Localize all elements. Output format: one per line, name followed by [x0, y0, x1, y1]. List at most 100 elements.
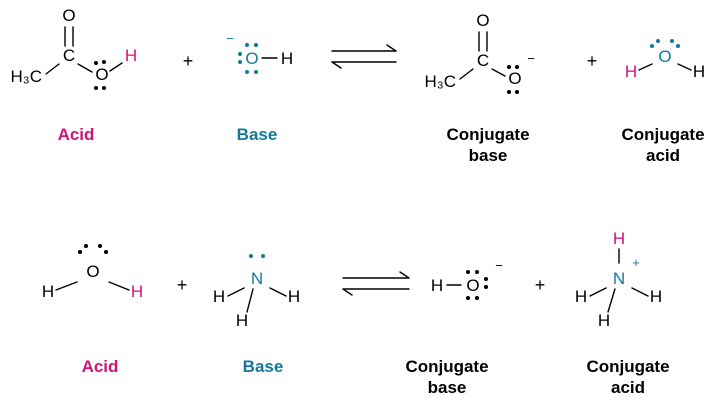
hydrogen-atom: H	[575, 287, 587, 306]
lone-pair-dot	[656, 39, 660, 43]
conjugate-base-label-reaction2: Conjugate base	[405, 357, 489, 398]
reaction2: O H H + N H H H H O	[42, 229, 662, 330]
carbon-atom: C	[477, 51, 489, 70]
bond	[607, 288, 616, 313]
carbonyl-oxygen: O	[476, 11, 489, 30]
hydrogen-atom: H	[693, 62, 705, 81]
base-label-reaction2: Base	[242, 357, 284, 376]
plus-sign: +	[535, 275, 546, 295]
acid-label-reaction2: Acid	[81, 357, 119, 376]
carbonyl-oxygen: O	[62, 6, 75, 25]
lone-pair-dot	[676, 44, 680, 48]
lone-pair-dot	[484, 277, 488, 281]
negative-charge: −	[226, 31, 234, 46]
bond	[109, 62, 123, 72]
lone-pair-dot	[245, 43, 249, 47]
hydroxyl-oxygen: O	[95, 65, 108, 84]
hydrogen-atom: H	[281, 49, 293, 68]
lone-pair-dot	[94, 86, 98, 90]
lone-pair-dot	[515, 65, 519, 69]
reaction1: H₃C C O O H + − O H	[11, 6, 705, 94]
bond	[459, 68, 474, 80]
oxygen-atom: O	[466, 276, 479, 295]
conjugate-acid-label-reaction1: Conjugate acid	[621, 125, 705, 166]
bond	[677, 63, 692, 71]
acidic-hydrogen: H	[125, 46, 137, 65]
hydrogen-atom: H	[431, 276, 443, 295]
hydrogen-atom: H	[42, 282, 54, 301]
conjugate-base-label-reaction1: Conjugate base	[446, 125, 530, 166]
oxygen-atom: O	[508, 69, 521, 88]
hydroxide-structure: − O H	[226, 31, 293, 74]
hydrogen-atom: H	[236, 311, 248, 330]
equilibrium-arrows	[331, 44, 397, 69]
water-structure: O H H	[42, 244, 143, 301]
base-label-reaction1: Base	[236, 125, 278, 144]
positive-charge: +	[632, 255, 640, 270]
lone-pair-dot	[102, 86, 106, 90]
lone-pair-dot	[507, 90, 511, 94]
hydrogen-atom: H	[213, 287, 225, 306]
bond	[108, 281, 130, 291]
hydrogen-atom: H	[598, 311, 610, 330]
lone-pair-dot	[475, 270, 479, 274]
ammonium-structure: H + N H H H	[575, 229, 662, 330]
lone-pair-dot	[102, 60, 106, 64]
bond	[246, 288, 254, 313]
forward-arrow	[331, 44, 397, 52]
acidic-hydrogen: H	[131, 282, 143, 301]
bond	[631, 287, 649, 297]
oxygen-atom: O	[658, 47, 671, 66]
reverse-arrow	[331, 61, 397, 69]
lone-pair-dot	[515, 90, 519, 94]
bond	[589, 287, 607, 297]
gained-hydrogen: H	[613, 229, 625, 248]
lone-pair-dot	[78, 250, 82, 254]
lone-pair-dot	[254, 70, 258, 74]
lone-pair-dot	[84, 244, 88, 248]
oxygen-atom: O	[86, 262, 99, 281]
lone-pair-dot	[650, 44, 654, 48]
hydroxide-structure: H O −	[431, 258, 503, 300]
lone-pair-dot	[507, 65, 511, 69]
lone-pair-dot	[484, 285, 488, 289]
bond	[45, 63, 60, 75]
acetate-structure: H₃C C O O −	[425, 11, 535, 94]
acid-label-reaction1: Acid	[57, 125, 95, 144]
bond	[638, 63, 653, 71]
acetic-acid-structure: H₃C C O O H	[11, 6, 137, 90]
water-structure: O H H	[625, 39, 705, 81]
hydrogen-atom: H	[650, 287, 662, 306]
bond	[491, 68, 506, 77]
lone-pair-dot	[104, 250, 108, 254]
bond	[77, 63, 93, 73]
lone-pair-dot	[94, 61, 98, 65]
lone-pair-dot	[238, 52, 242, 56]
plus-sign: +	[177, 275, 188, 295]
equilibrium-arrows	[342, 271, 410, 296]
methyl-group: H₃C	[11, 67, 42, 86]
nitrogen-atom: N	[613, 269, 625, 288]
oxygen-atom: O	[245, 49, 258, 68]
plus-sign: +	[183, 51, 194, 71]
lone-pair-dot	[98, 244, 102, 248]
bond	[227, 287, 245, 297]
lone-pair-dot	[475, 296, 479, 300]
negative-charge: −	[495, 258, 503, 273]
lone-pair-dot	[245, 70, 249, 74]
lone-pair-dot	[466, 270, 470, 274]
hydrogen-atom: H	[288, 287, 300, 306]
ammonia-structure: N H H H	[213, 254, 300, 330]
methyl-group: H₃C	[425, 72, 456, 91]
reverse-arrow	[342, 288, 410, 296]
lone-pair-dot	[670, 39, 674, 43]
bond	[55, 281, 78, 291]
negative-charge: −	[527, 51, 535, 66]
nitrogen-atom: N	[251, 269, 263, 288]
lone-pair-dot	[238, 60, 242, 64]
lone-pair-dot	[249, 254, 253, 258]
bond	[269, 287, 287, 297]
forward-arrow	[342, 271, 410, 279]
